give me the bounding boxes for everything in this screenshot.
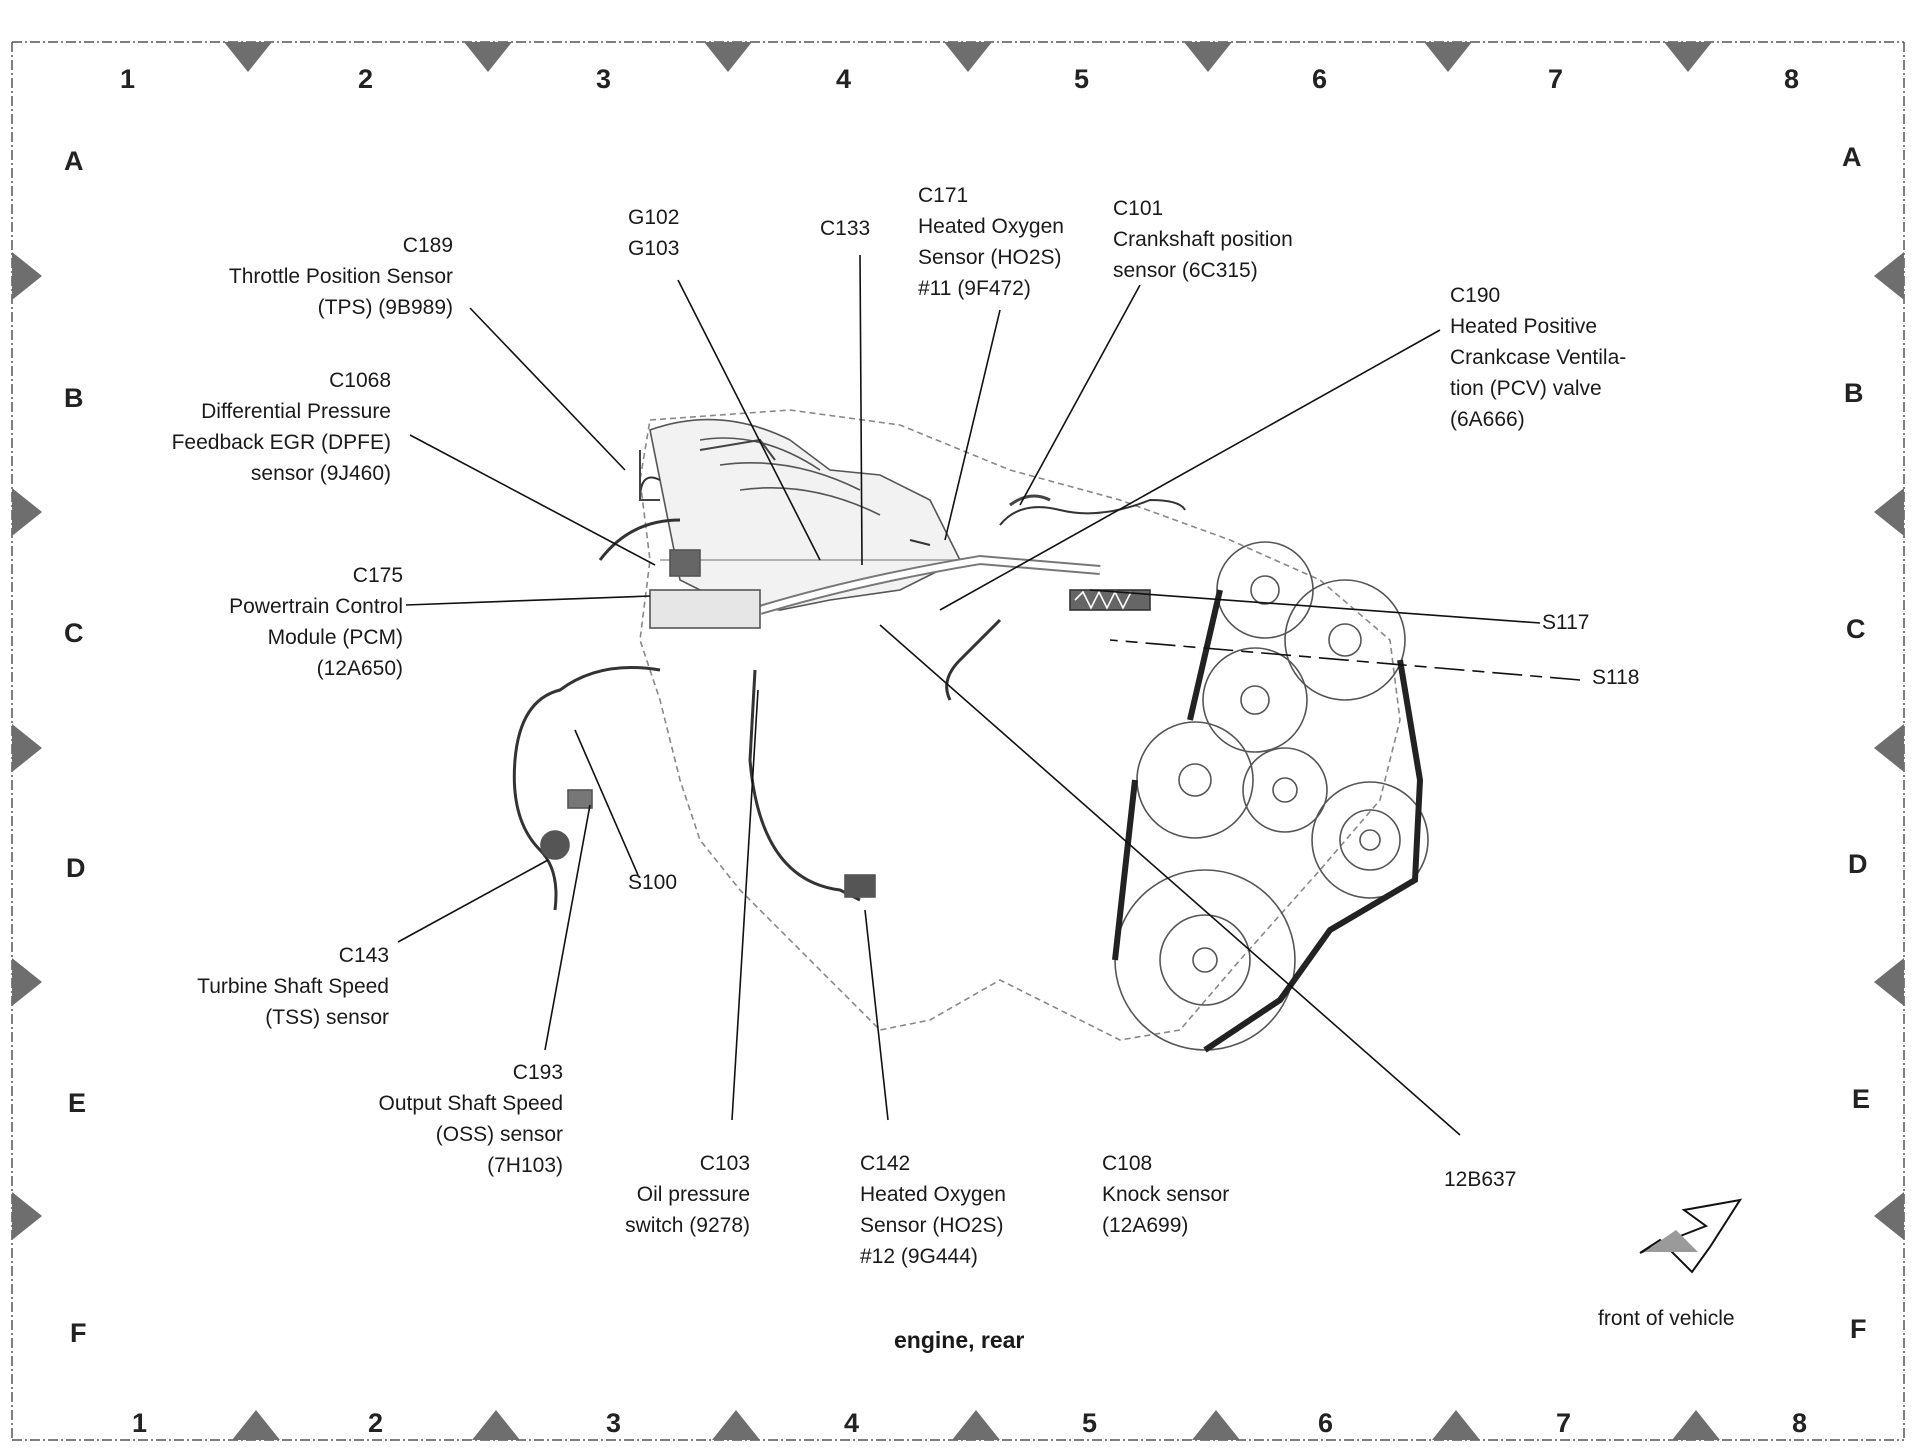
grid-col-4-bottom: 4	[844, 1408, 860, 1438]
label-c193: C193 Output Shaft Speed (OSS) sensor (7H…	[379, 1057, 563, 1181]
grid-row-b-right: B	[1844, 378, 1864, 408]
label-code: S117	[1542, 611, 1590, 634]
label-c190: C190 Heated Positive Crankcase Ventila- …	[1450, 280, 1626, 435]
label-line: Module (PCM)	[267, 626, 403, 649]
label-code: C143	[338, 944, 389, 967]
label-line: tion (PCV) valve	[1450, 377, 1602, 400]
grid-row-c-left: C	[64, 618, 84, 648]
label-12b637: 12B637	[1444, 1164, 1516, 1195]
label-code: 12B637	[1444, 1168, 1517, 1191]
label-g102: G102 G103	[628, 202, 679, 264]
label-line: (7H103)	[487, 1154, 563, 1177]
grid-row-b-left: B	[64, 383, 84, 413]
grid-col-8-bottom: 8	[1792, 1408, 1808, 1438]
label-line: Heated Oxygen	[918, 215, 1064, 238]
engine-illustration	[512, 409, 1429, 1053]
label-line: sensor (9J460)	[250, 462, 391, 485]
label-line: Oil pressure	[636, 1183, 750, 1206]
grid-row-a-left: A	[64, 146, 84, 176]
label-line: Output Shaft Speed	[378, 1092, 563, 1115]
diagram-caption: engine, rear	[894, 1327, 1025, 1353]
grid-row-c-right: C	[1846, 614, 1866, 644]
label-line: (TSS) sensor	[265, 1006, 389, 1029]
grid-col-7-top: 7	[1548, 64, 1564, 94]
grid-col-3-top: 3	[596, 64, 612, 94]
label-code: C142	[860, 1152, 911, 1175]
grid-row-e-left: E	[68, 1088, 87, 1118]
grid-col-1-bottom: 1	[132, 1408, 148, 1438]
grid-row-d-left: D	[66, 853, 86, 883]
label-c171: C171 Heated Oxygen Sensor (HO2S) #11 (9F…	[918, 180, 1064, 304]
label-line: sensor (6C315)	[1113, 259, 1258, 282]
label-line: switch (9278)	[625, 1214, 750, 1237]
direction-arrow-icon	[1639, 1198, 1743, 1274]
label-c101: C101 Crankshaft position sensor (6C315)	[1113, 193, 1293, 286]
label-line: Crankcase Ventila-	[1450, 346, 1627, 369]
label-code: C193	[512, 1061, 563, 1084]
grid-col-5-bottom: 5	[1082, 1408, 1098, 1438]
zone-markers	[12, 42, 1904, 1440]
leader-lines	[397, 254, 1581, 1136]
label-line: Differential Pressure	[201, 400, 391, 423]
label-code: S118	[1592, 666, 1640, 689]
label-c189: C189 Throttle Position Sensor (TPS) (9B9…	[229, 230, 453, 323]
grid-col-5-top: 5	[1074, 64, 1090, 94]
label-code: C1068	[329, 369, 391, 392]
label-line: Heated Oxygen	[860, 1183, 1006, 1206]
label-line: (TPS) (9B989)	[317, 296, 453, 319]
label-c133: C133	[820, 213, 870, 244]
label-line: (12A650)	[316, 657, 403, 680]
label-line: Knock sensor	[1102, 1183, 1230, 1206]
grid-col-6-top: 6	[1312, 64, 1328, 94]
label-s118: S118	[1592, 662, 1640, 693]
label-c175: C175 Powertrain Control Module (PCM) (12…	[229, 560, 403, 684]
label-s100: S100	[628, 867, 677, 898]
label-c142: C142 Heated Oxygen Sensor (HO2S) #12 (9G…	[860, 1148, 1006, 1272]
label-code: C101	[1113, 197, 1164, 220]
label-line: Sensor (HO2S)	[860, 1214, 1004, 1237]
grid-col-8-top: 8	[1784, 64, 1800, 94]
grid-col-1-top: 1	[120, 64, 136, 94]
label-line: Crankshaft position	[1113, 228, 1293, 251]
grid-col-4-top: 4	[836, 64, 852, 94]
front-of-vehicle-label: front of vehicle	[1598, 1307, 1735, 1330]
label-line: Turbine Shaft Speed	[197, 975, 389, 998]
label-line: #11 (9F472)	[918, 277, 1031, 300]
label-c108: C108 Knock sensor (12A699)	[1102, 1148, 1229, 1241]
grid-row-e-right: E	[1852, 1084, 1871, 1114]
grid-col-2-bottom: 2	[368, 1408, 384, 1438]
grid-col-6-bottom: 6	[1318, 1408, 1334, 1438]
label-line: G103	[628, 237, 680, 260]
label-c143: C143 Turbine Shaft Speed (TSS) sensor	[197, 940, 389, 1033]
label-code: C190	[1450, 284, 1501, 307]
label-code: C171	[918, 184, 969, 207]
grid-row-f-right: F	[1850, 1314, 1867, 1344]
label-line: (OSS) sensor	[435, 1123, 563, 1146]
label-line: Heated Positive	[1450, 315, 1598, 338]
label-code: S100	[628, 871, 678, 894]
label-line: (6A666)	[1450, 408, 1525, 431]
label-code: C103	[699, 1152, 750, 1175]
label-line: Feedback EGR (DPFE)	[171, 431, 391, 454]
label-c103: C103 Oil pressure switch (9278)	[625, 1148, 750, 1241]
grid-row-f-left: F	[70, 1318, 87, 1348]
label-code: C108	[1102, 1152, 1153, 1175]
label-line: (12A699)	[1102, 1214, 1189, 1237]
grid-row-d-right: D	[1848, 849, 1868, 879]
grid-row-a-right: A	[1842, 142, 1862, 172]
grid-col-3-bottom: 3	[606, 1408, 622, 1438]
label-s117: S117	[1542, 607, 1590, 638]
label-code: G102	[628, 206, 680, 229]
label-code: C189	[402, 234, 453, 257]
label-line: Powertrain Control	[229, 595, 403, 618]
label-c1068: C1068 Differential Pressure Feedback EGR…	[172, 365, 391, 489]
label-line: Sensor (HO2S)	[918, 246, 1062, 269]
grid-col-7-bottom: 7	[1556, 1408, 1572, 1438]
label-line: #12 (9G444)	[860, 1245, 978, 1268]
label-line: Throttle Position Sensor	[228, 265, 453, 288]
label-code: C133	[820, 217, 871, 240]
label-code: C175	[352, 564, 403, 587]
grid-col-2-top: 2	[358, 64, 374, 94]
